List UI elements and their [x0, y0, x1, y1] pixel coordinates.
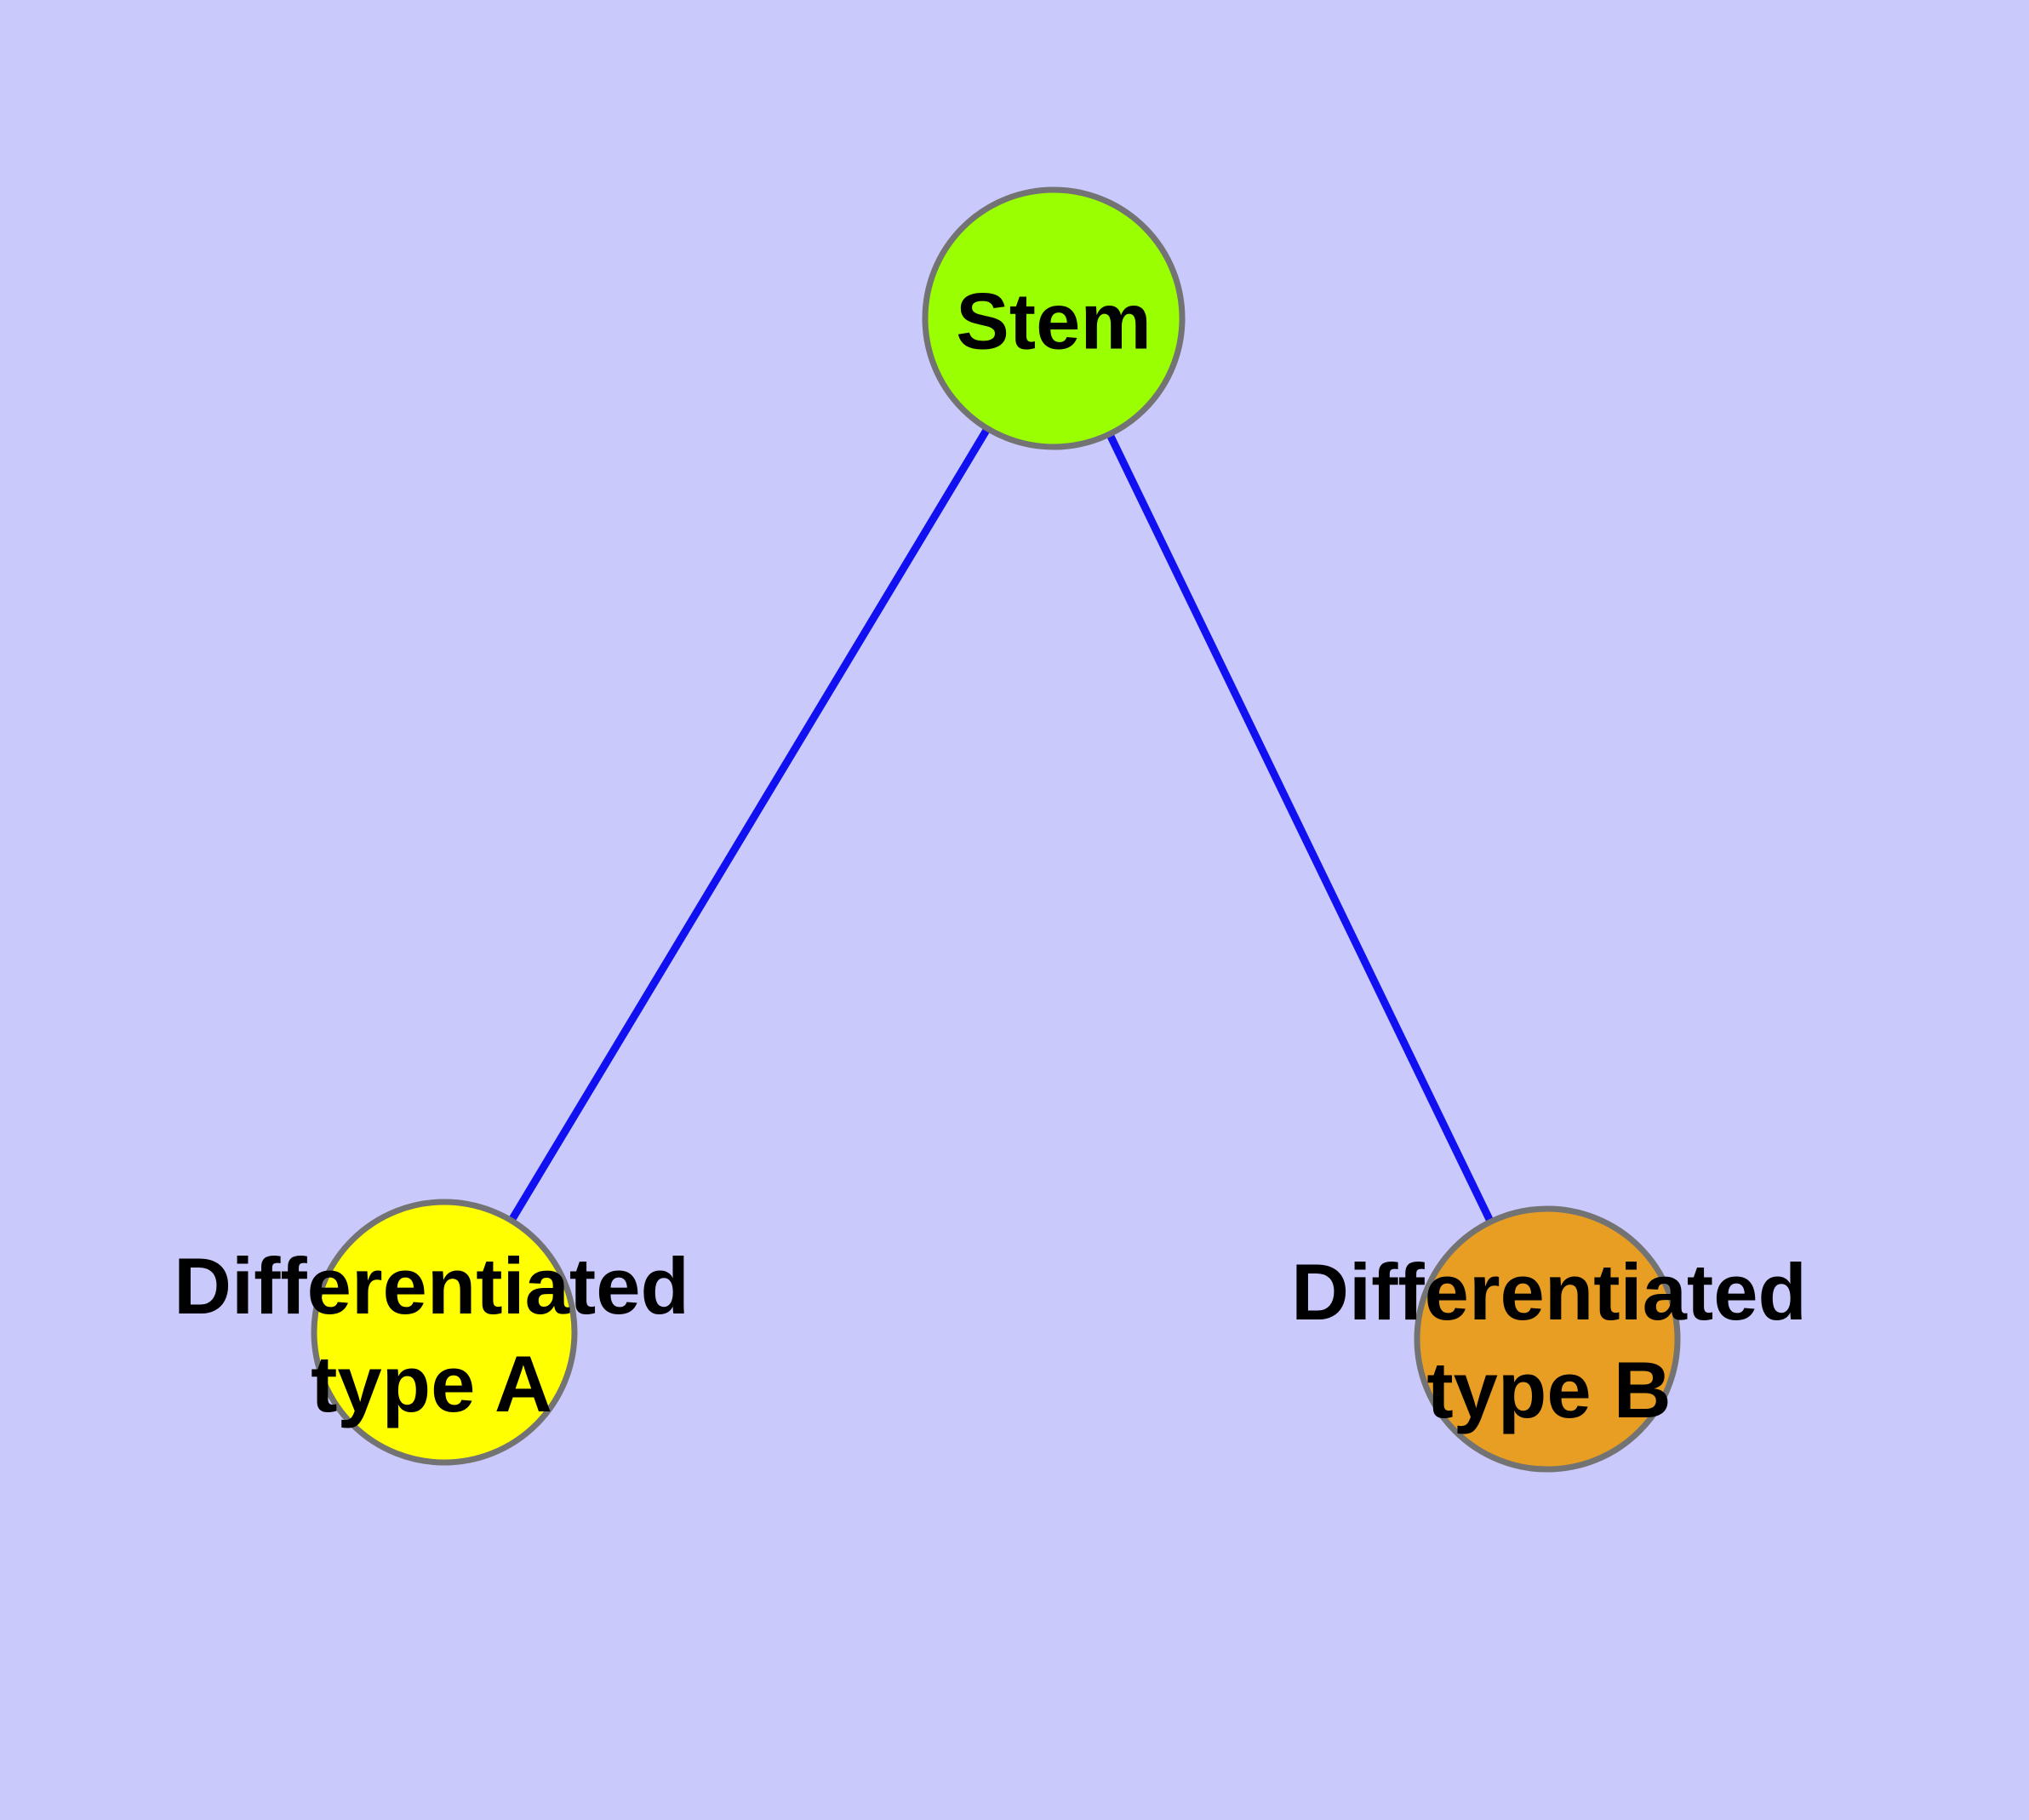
node-type-a-label: Differentiated type A	[174, 1237, 689, 1433]
node-type-b-label: Differentiated type B	[1291, 1243, 1807, 1439]
node-type-b-circle	[1414, 1205, 1681, 1473]
node-type-b-label-line1: Differentiated	[1291, 1247, 1807, 1336]
node-stem-circle	[922, 186, 1186, 450]
node-type-a-label-line2: type A	[311, 1339, 552, 1428]
edge-stem-to-type-a	[441, 316, 1057, 1335]
node-stem-label: Stem	[956, 276, 1152, 366]
node-type-a-label-line1: Differentiated	[174, 1241, 689, 1331]
edge-stem-to-type-b	[1049, 317, 1552, 1341]
node-type-a-circle	[311, 1199, 578, 1466]
node-type-b-label-line2: type B	[1426, 1345, 1672, 1434]
